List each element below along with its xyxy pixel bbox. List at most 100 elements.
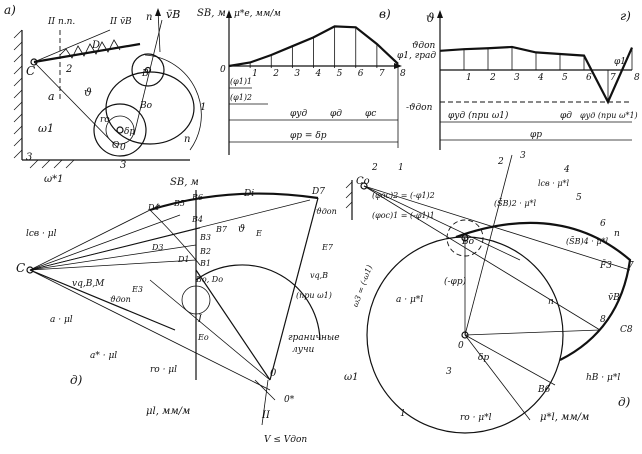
label-theta: ϑ bbox=[84, 86, 92, 99]
d-label-b1: B1 bbox=[199, 259, 211, 268]
d-label-vqb: vq,B,M bbox=[72, 279, 105, 289]
d-label-a-star: a* · μl bbox=[90, 351, 117, 361]
g-phi1: φ1 bbox=[614, 57, 626, 67]
e-big-circle bbox=[366, 236, 564, 434]
b-phi-d: φд bbox=[330, 109, 342, 119]
ground-hatch bbox=[29, 159, 75, 169]
e-label-f: F̄3 bbox=[599, 259, 612, 271]
e-point-label: 4 bbox=[563, 165, 570, 175]
e-point-label: 7 bbox=[628, 261, 634, 271]
b-tick-label: 7 bbox=[379, 69, 385, 79]
g-theta-dop-neg: -ϑдоп bbox=[406, 103, 433, 113]
d-small-circle bbox=[181, 285, 211, 315]
d-line-o1 bbox=[195, 269, 271, 381]
d-label-roman2: II bbox=[261, 410, 271, 421]
d-line-o2 bbox=[269, 197, 319, 381]
d-label-e3: E3 bbox=[131, 285, 143, 294]
roller-center bbox=[144, 66, 152, 74]
b-tick-label: 6 bbox=[358, 69, 364, 79]
d-label-o-star: 0* bbox=[284, 395, 295, 405]
e-label-1: 1 bbox=[398, 163, 404, 173]
b-verticals bbox=[249, 26, 399, 68]
e-label-b6: B6 bbox=[537, 385, 551, 395]
g-tick-label: 3 bbox=[514, 73, 520, 83]
d-label-c: C bbox=[16, 261, 25, 275]
g-y-label: ϑ bbox=[426, 11, 435, 25]
label-omega1: ω1 bbox=[38, 122, 54, 135]
g-tick-label: 2 bbox=[489, 73, 496, 83]
b-phi-p: φр = δр bbox=[290, 131, 327, 141]
cam-base bbox=[93, 103, 147, 157]
d-label-theta-dop: ϑдоп bbox=[110, 295, 131, 304]
b-phi1-1: (φ1)1 bbox=[230, 77, 252, 86]
d-label-v-dop: V ≤ Vдоп bbox=[264, 435, 307, 445]
vb-arrowhead bbox=[155, 8, 161, 16]
e-profile bbox=[455, 221, 632, 361]
b-phi1-2: (φ1)2 bbox=[230, 93, 252, 102]
outer-arc bbox=[144, 54, 202, 151]
d-label-bo-do: Bo, Do bbox=[195, 275, 223, 284]
e-label-ro-mu: ro · μ*l bbox=[460, 413, 492, 423]
label-o: O bbox=[112, 141, 120, 151]
label-zero: 0 bbox=[120, 143, 126, 153]
g-tick-label: 8 bbox=[634, 73, 640, 83]
e-fan bbox=[363, 154, 631, 421]
e-label-a-mu: a · μ*l bbox=[396, 295, 423, 305]
d-arc-big bbox=[195, 264, 321, 341]
d-label-a-mu: a · μl bbox=[50, 315, 73, 325]
d-label-b3: B3 bbox=[199, 233, 211, 242]
spring bbox=[59, 39, 121, 59]
panel-e: Co 2 1 (φoc)2 = (-φ1)2 (φoc)1 = (-φ1)1 (… bbox=[344, 151, 634, 434]
b-phi-ud: φуд bbox=[290, 109, 308, 119]
e-label-delta: δp bbox=[478, 353, 489, 363]
e-point-label: 2 bbox=[497, 157, 504, 167]
d-label-d3: D3 bbox=[151, 243, 164, 252]
normal-line bbox=[133, 19, 163, 136]
g-phi-ud-w1s: φуд (при ω*1) bbox=[580, 111, 638, 120]
e-label-s-b2: (S̄B)2 · μ*l bbox=[494, 199, 537, 208]
g-tick-label: 1 bbox=[466, 73, 472, 83]
label-n-top: n bbox=[146, 12, 152, 23]
d-label-pri: (при ω1) bbox=[296, 291, 332, 300]
e-point-label: 3 bbox=[520, 151, 526, 161]
e-point-label: 6 bbox=[600, 219, 606, 229]
b-zero: 0 bbox=[220, 65, 226, 75]
d-label-e: E bbox=[255, 229, 262, 238]
e-label-c8: C8 bbox=[620, 325, 633, 335]
b-tick-label: 4 bbox=[315, 69, 322, 79]
label-2: 2 bbox=[65, 64, 72, 75]
d-label-granichnye: граничные bbox=[288, 333, 340, 343]
g-verticals bbox=[463, 46, 633, 102]
b-tick-label: 1 bbox=[252, 69, 258, 79]
d-label-b5: B5 bbox=[173, 199, 185, 208]
e-label-n2: n bbox=[614, 229, 620, 239]
label-parallel-vb: II v̄B bbox=[109, 17, 132, 27]
label-vb: v̄B bbox=[166, 8, 180, 21]
e-label-o: 0 bbox=[458, 341, 464, 351]
label-d: D bbox=[91, 40, 100, 51]
d-label-vqb2: vq,B bbox=[310, 271, 328, 280]
d-label-eo: Eo bbox=[197, 333, 209, 342]
e-label-omega1: ω1 bbox=[344, 372, 359, 383]
e-label-hb: hB · μ*l bbox=[586, 373, 620, 383]
b-tick-label: 2 bbox=[272, 69, 279, 79]
d-label-theta: ϑ bbox=[238, 224, 245, 235]
d-label-lcb: lсв · μl bbox=[26, 229, 57, 239]
e-label-vb: v̄B bbox=[608, 293, 620, 303]
d-label-d1: D1 bbox=[177, 255, 190, 264]
d-label-luchi: лучи bbox=[292, 345, 315, 355]
d-s-label: SB, м bbox=[170, 177, 199, 188]
label-omega1-star: ω*1 bbox=[44, 174, 64, 185]
d-label-b6: B6 bbox=[191, 193, 203, 202]
g-phi-p: φр bbox=[530, 130, 542, 140]
panel-a: а) bbox=[4, 3, 206, 185]
d-label-o: 0 bbox=[270, 368, 277, 379]
e-label-phi-oc2: (φoc)2 = (-φ1)2 bbox=[372, 191, 435, 200]
e-label-co: Co bbox=[356, 176, 370, 187]
d-label-ro-mu: ro · μl bbox=[150, 365, 177, 375]
